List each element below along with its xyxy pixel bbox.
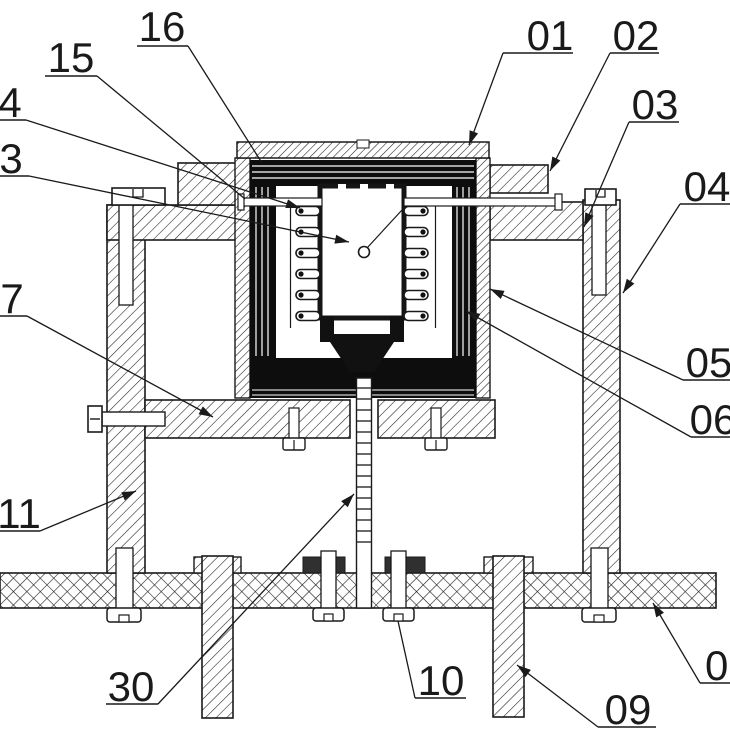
leader-arrowhead (198, 406, 213, 417)
leader-line (468, 52, 504, 146)
leader-line (96, 75, 246, 200)
part-label-l10: 10 (418, 657, 465, 704)
leader-arrowhead (469, 130, 479, 145)
leader-line (516, 664, 599, 728)
leader-arrowhead (623, 278, 635, 293)
label-group-l01: 01 (468, 12, 574, 146)
part-label-l16: 16 (139, 3, 186, 50)
part-label-l03: 03 (632, 81, 679, 128)
part-label-l09: 09 (605, 686, 652, 730)
part-label-l04: 04 (684, 163, 730, 210)
funnel (330, 342, 394, 372)
part-label-l11: 11 (0, 490, 41, 537)
part-label-l08p: 0 (705, 642, 728, 689)
label-group-l02: 02 (549, 12, 660, 172)
part-label-l05: 05 (686, 339, 730, 386)
leader-line (489, 288, 684, 381)
leader-arrowhead (490, 289, 505, 300)
coil-lead-wires (289, 206, 437, 328)
label-group-l08p: 0 (652, 602, 730, 689)
middle-beam (144, 399, 496, 439)
crucible-tray (320, 316, 404, 372)
label-group-l05: 05 (489, 288, 730, 386)
label-group-l11: 11 (0, 490, 137, 537)
leader-line (549, 52, 611, 172)
part-label-l15: 15 (48, 34, 95, 81)
label-group-l04: 04 (622, 163, 730, 294)
leader-line (652, 602, 701, 684)
leader-line (157, 493, 355, 705)
label-group-l03p: 3 (0, 135, 350, 244)
label-group-l07p: 7 (0, 275, 214, 418)
thermocouple-tip (357, 245, 371, 259)
plate-bolts (106, 547, 617, 623)
part-label-l04p: 4 (0, 79, 22, 126)
lid-notch (356, 139, 370, 149)
leader-arrowhead (584, 212, 594, 227)
leader-line (465, 310, 692, 438)
chamber-shell-right (475, 157, 491, 399)
leader-line (622, 203, 681, 294)
label-group-l06: 06 (465, 310, 730, 443)
center-rod (355, 377, 373, 609)
leader-line (28, 175, 350, 243)
leader-arrowhead (517, 665, 531, 678)
label-group-l04p: 4 (0, 79, 301, 209)
horizontal-screw (87, 405, 166, 433)
label-group-l30: 30 (106, 493, 355, 710)
label-group-l10: 10 (397, 620, 466, 704)
leader-arrowhead (121, 491, 136, 501)
leader-line (26, 315, 214, 418)
right-leg (483, 555, 534, 718)
part-label-l07p: 7 (0, 275, 23, 322)
part-label-l02: 02 (613, 12, 660, 59)
label-group-l16: 16 (137, 3, 263, 164)
leader-line (187, 45, 263, 164)
label-group-l09: 09 (516, 664, 656, 730)
leader-arrowhead (334, 234, 349, 244)
heating-chamber (234, 139, 563, 399)
leader-line (397, 620, 416, 699)
leader-arrowhead (653, 603, 664, 618)
leader-arrowhead (466, 311, 481, 322)
part-label-l06: 06 (690, 396, 730, 443)
label-group-l03: 03 (583, 81, 679, 228)
leader-arrowhead (285, 199, 300, 209)
part-label-l30: 30 (108, 663, 155, 710)
leader-arrowhead (550, 156, 561, 171)
part-label-l01: 01 (527, 12, 574, 59)
leader-line (39, 490, 137, 532)
part-label-l03p: 3 (0, 135, 23, 182)
left-leg (193, 555, 242, 719)
label-group-l15: 15 (45, 34, 246, 200)
leader-arrowhead (341, 494, 354, 508)
leader-line (25, 119, 301, 209)
beam-screws (282, 407, 448, 451)
